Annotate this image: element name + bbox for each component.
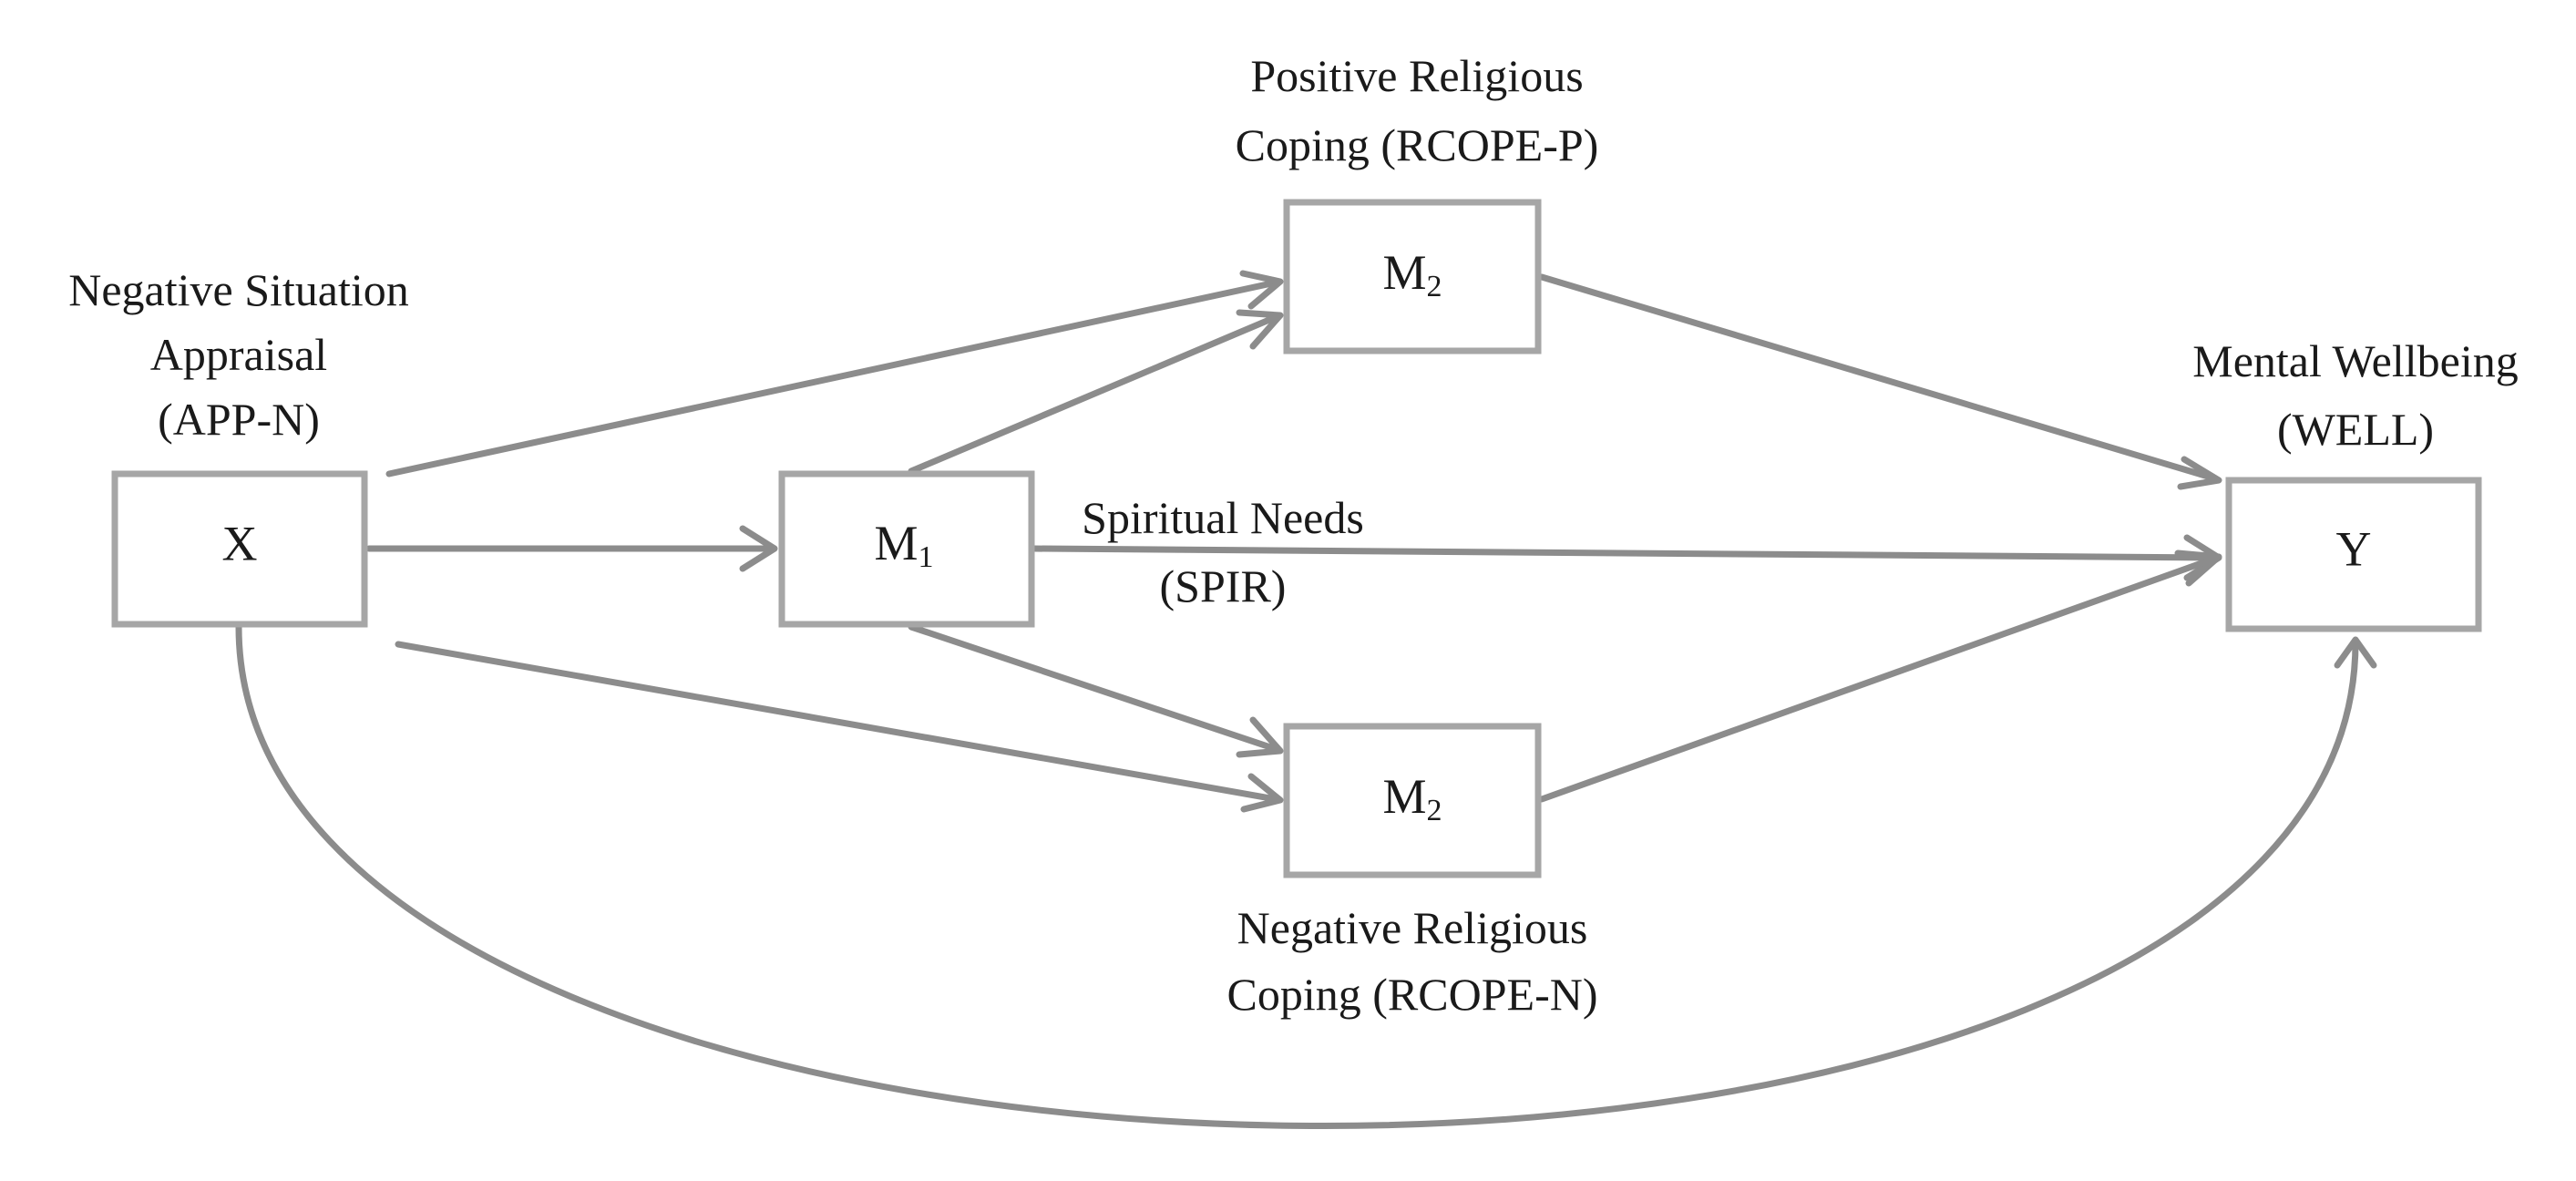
node-y-box [2225,477,2482,632]
node-m2-positive-box [1283,199,1542,354]
arrowhead-m2-positive-to-y [2177,456,2222,490]
arrowhead-x-to-m2-positive [1239,270,1284,310]
label-m2-negative-line-1: Negative Religious [1237,902,1588,953]
label-m2-positive: Positive Religious Coping (RCOPE-P) [1236,50,1599,170]
label-m1-line-2: (SPIR) [1160,560,1287,611]
label-m1-line-1: Spiritual Needs [1082,492,1364,543]
node-m2-positive: M2 [1283,199,1542,354]
node-m2-negative: M2 [1283,723,1542,878]
node-x-box [111,470,368,628]
node-m1-subscript: 1 [919,540,934,574]
node-m2-negative-box [1283,723,1542,878]
arrowhead-x-to-m1 [739,525,778,572]
node-m1-letter: M [874,516,918,570]
node-y-symbol: Y [2336,521,2372,576]
edge-m1-to-m2-negative [908,623,1279,753]
arrowhead-x-to-m2-negative [1240,773,1284,813]
label-m2-negative: Negative Religious Coping (RCOPE-N) [1227,902,1598,1020]
node-m2-positive-symbol: M2 [1382,245,1442,303]
node-m2-negative-letter: M [1382,769,1426,824]
node-m1-symbol: M1 [874,516,933,573]
node-m2-negative-subscript: 2 [1427,794,1442,827]
edge-m2-positive-to-y [1538,273,2218,482]
label-x: Negative Situation Appraisal (APP-N) [68,264,409,445]
edges [235,270,2377,1129]
node-m1: M1 [778,470,1035,628]
label-m2-positive-line-2: Coping (RCOPE-P) [1236,119,1599,170]
node-m1-box [778,470,1035,628]
arrowhead-m2-negative-to-y [2174,549,2222,587]
edge-m1-to-m2-positive [908,313,1279,475]
node-m2-positive-subscript: 2 [1427,270,1442,303]
node-x-symbol: X [222,516,258,570]
label-m2-positive-line-1: Positive Religious [1250,50,1583,101]
label-x-line-1: Negative Situation [68,264,409,315]
edge-x-to-m2-negative [395,641,1279,803]
node-m2-negative-symbol: M2 [1382,769,1442,827]
edge-x-to-y [235,623,2359,1129]
label-x-line-3: (APP-N) [158,394,320,445]
arrowhead-m1-to-m2-negative [1236,716,1284,758]
label-m2-negative-line-2: Coping (RCOPE-N) [1227,969,1598,1020]
label-m1: Spiritual Needs (SPIR) [1082,492,1364,611]
edge-x-to-m2-positive [385,279,1279,478]
label-y-line-1: Mental Wellbeing [2192,335,2518,386]
arrowhead-m1-to-m2-positive [1236,309,1284,350]
label-y: Mental Wellbeing (WELL) [2192,335,2518,455]
arrowhead-x-to-y [2334,636,2377,669]
node-x: X [111,470,368,628]
node-m2-positive-letter: M [1382,245,1426,300]
edge-m2-negative-to-y [1538,555,2218,803]
label-x-line-2: Appraisal [150,329,327,380]
label-y-line-2: (WELL) [2277,404,2434,455]
node-y: Y [2225,477,2482,632]
edge-m1-to-y [1031,545,2218,561]
